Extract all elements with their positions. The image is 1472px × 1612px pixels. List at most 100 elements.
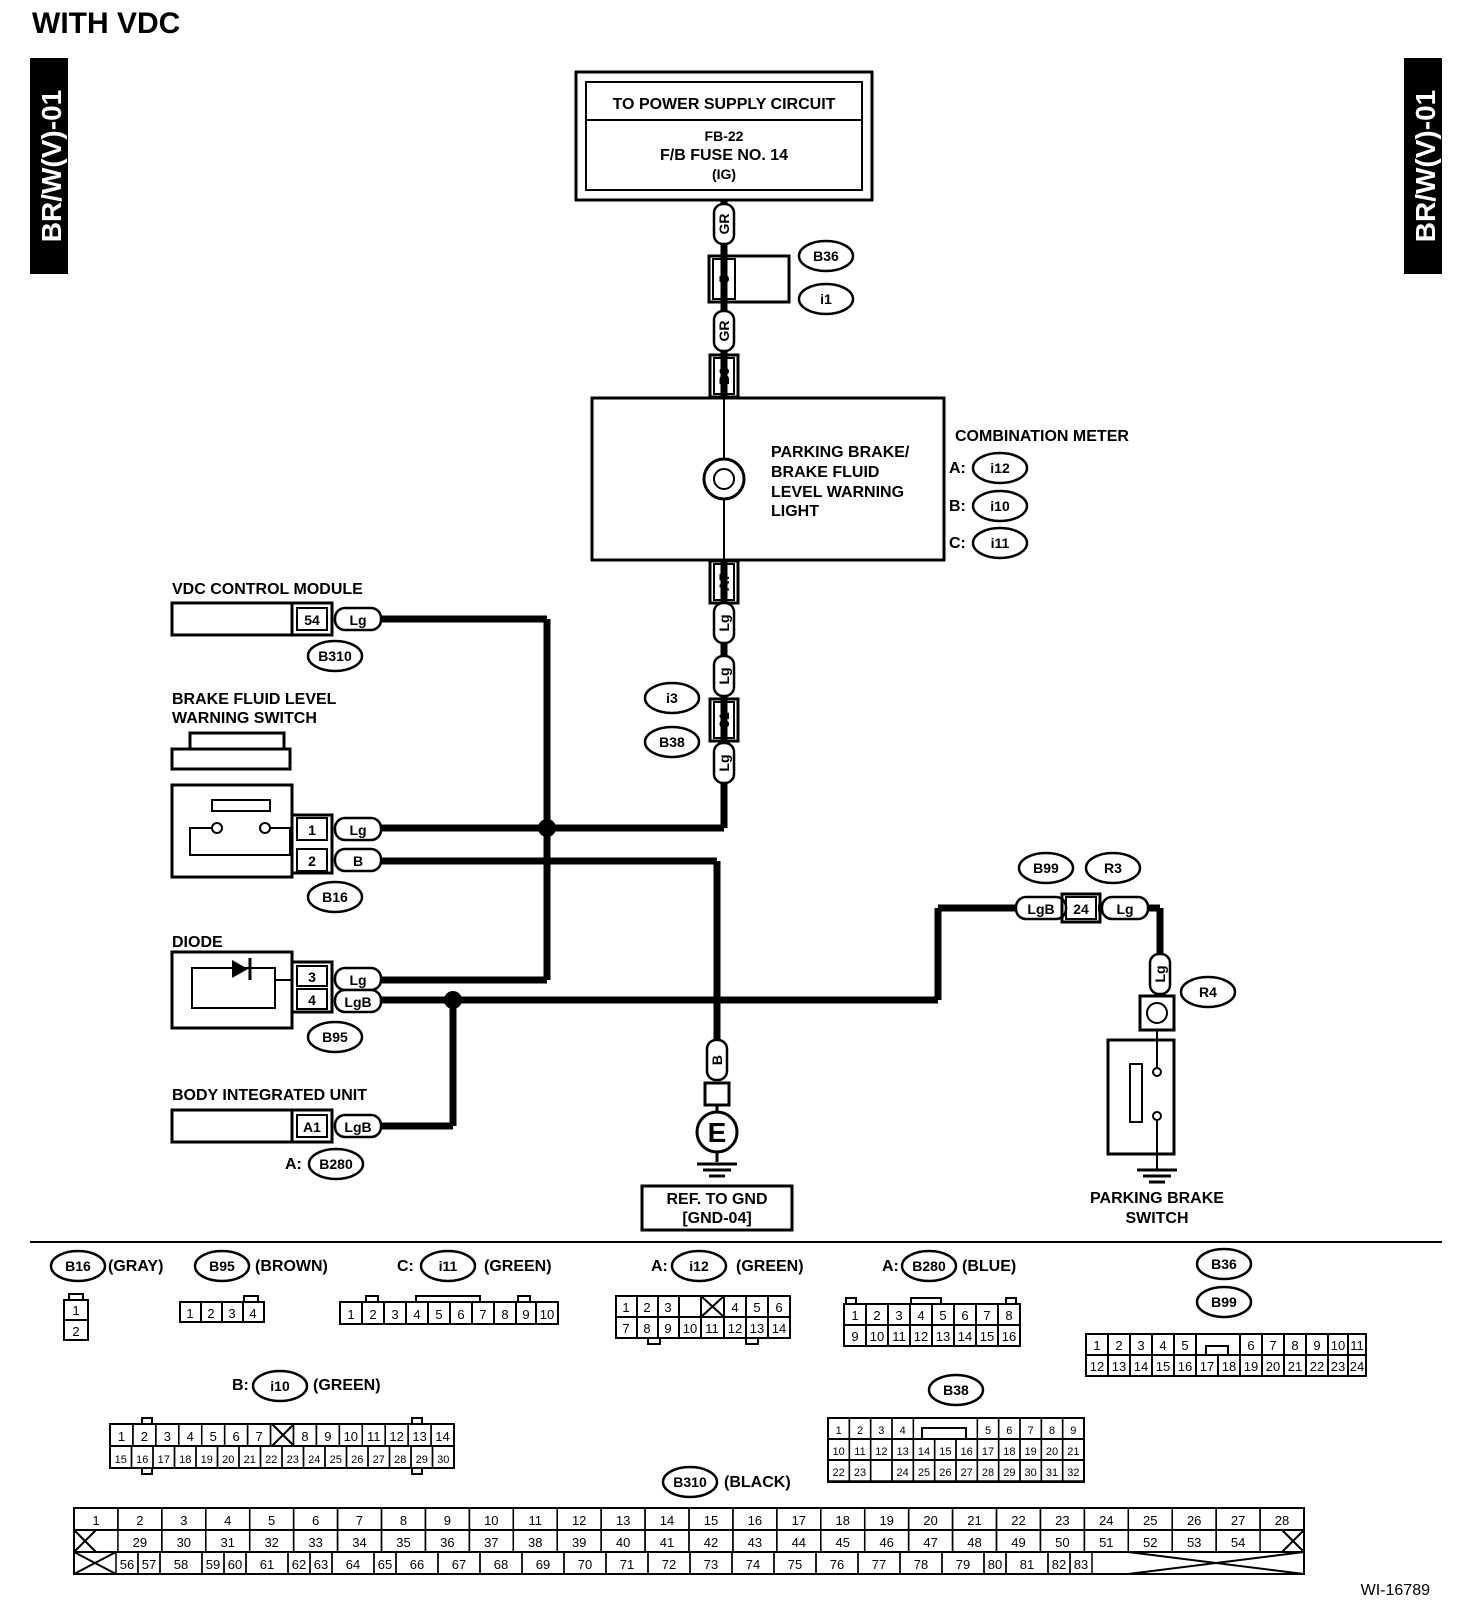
svg-text:i12: i12 bbox=[689, 1258, 709, 1274]
svg-text:2: 2 bbox=[136, 1513, 143, 1528]
connector-r4-oval: R4 bbox=[1179, 975, 1237, 1009]
wire-color-lg-1: Lg bbox=[712, 601, 736, 645]
svg-text:29: 29 bbox=[1003, 1467, 1015, 1479]
svg-text:12: 12 bbox=[875, 1446, 887, 1458]
svg-text:R3: R3 bbox=[1104, 860, 1122, 876]
svg-text:2: 2 bbox=[72, 1324, 79, 1339]
svg-text:2: 2 bbox=[857, 1425, 863, 1437]
svg-text:14: 14 bbox=[435, 1429, 449, 1444]
connector-b99-r3-block: LgB 24 Lg bbox=[1014, 892, 1150, 924]
svg-text:18: 18 bbox=[179, 1454, 191, 1466]
svg-text:4: 4 bbox=[187, 1429, 194, 1444]
svg-text:10: 10 bbox=[484, 1513, 498, 1528]
parking-brake-switch-label-2: SWITCH bbox=[1125, 1210, 1188, 1227]
svg-text:32: 32 bbox=[264, 1535, 278, 1550]
svg-text:2: 2 bbox=[873, 1308, 880, 1323]
svg-text:1: 1 bbox=[622, 1300, 629, 1315]
svg-text:5: 5 bbox=[716, 275, 732, 283]
svg-text:12: 12 bbox=[728, 1321, 742, 1336]
svg-text:15: 15 bbox=[704, 1513, 718, 1528]
svg-text:A:: A: bbox=[949, 460, 966, 477]
svg-text:16: 16 bbox=[1178, 1359, 1192, 1374]
svg-text:36: 36 bbox=[440, 1535, 454, 1550]
brake-fluid-level-switch: 1 2 Lg B bbox=[170, 731, 383, 879]
svg-text:6: 6 bbox=[233, 1429, 240, 1444]
svg-text:28: 28 bbox=[1275, 1513, 1289, 1528]
svg-text:3: 3 bbox=[391, 1307, 398, 1322]
svg-text:B310: B310 bbox=[318, 648, 352, 664]
connector-b38-oval: B38 bbox=[643, 725, 701, 759]
svg-text:1: 1 bbox=[347, 1307, 354, 1322]
svg-text:B280: B280 bbox=[319, 1156, 353, 1172]
svg-text:7: 7 bbox=[983, 1308, 990, 1323]
svg-text:LgB: LgB bbox=[1027, 901, 1054, 917]
svg-text:7: 7 bbox=[255, 1429, 262, 1444]
svg-text:24: 24 bbox=[1073, 901, 1089, 917]
svg-text:3: 3 bbox=[895, 1308, 902, 1323]
svg-text:7: 7 bbox=[1269, 1338, 1276, 1353]
svg-text:5: 5 bbox=[1181, 1338, 1188, 1353]
svg-text:15: 15 bbox=[1156, 1359, 1170, 1374]
svg-text:(GRAY): (GRAY) bbox=[108, 1258, 163, 1275]
svg-text:B38: B38 bbox=[943, 1382, 969, 1398]
diode-label: DIODE bbox=[172, 934, 223, 951]
svg-text:19: 19 bbox=[1025, 1446, 1037, 1458]
svg-text:14: 14 bbox=[958, 1329, 972, 1344]
svg-text:18: 18 bbox=[836, 1513, 850, 1528]
ground-reference-box: REF. TO GND [GND-04] bbox=[640, 1184, 794, 1232]
svg-text:7: 7 bbox=[356, 1513, 363, 1528]
svg-text:Lg: Lg bbox=[349, 822, 366, 838]
svg-text:31: 31 bbox=[1046, 1467, 1058, 1479]
side-tab-right: BR/W(V)-01 bbox=[1404, 58, 1442, 274]
svg-text:13: 13 bbox=[1112, 1359, 1126, 1374]
svg-text:29: 29 bbox=[416, 1454, 428, 1466]
svg-text:26: 26 bbox=[939, 1467, 951, 1479]
svg-text:i10: i10 bbox=[270, 1378, 290, 1394]
svg-text:19: 19 bbox=[879, 1513, 893, 1528]
figure-id: WI-16789 bbox=[1361, 1582, 1430, 1599]
legend-b95: B95 (BROWN) 1 2 3 4 bbox=[179, 1249, 328, 1323]
svg-text:66: 66 bbox=[410, 1557, 424, 1572]
svg-text:27: 27 bbox=[373, 1454, 385, 1466]
svg-text:11: 11 bbox=[1350, 1338, 1364, 1353]
svg-text:Lg: Lg bbox=[716, 667, 732, 684]
svg-text:18: 18 bbox=[1003, 1446, 1015, 1458]
svg-text:4: 4 bbox=[731, 1300, 738, 1315]
svg-text:1: 1 bbox=[1093, 1338, 1100, 1353]
svg-text:5: 5 bbox=[210, 1429, 217, 1444]
svg-text:10: 10 bbox=[1331, 1338, 1345, 1353]
svg-text:82: 82 bbox=[1052, 1557, 1066, 1572]
svg-text:20: 20 bbox=[222, 1454, 234, 1466]
svg-text:3: 3 bbox=[1137, 1338, 1144, 1353]
svg-text:59: 59 bbox=[206, 1557, 220, 1572]
svg-text:12: 12 bbox=[1090, 1359, 1104, 1374]
svg-text:C:: C: bbox=[949, 535, 966, 552]
side-tab-right-label: BR/W(V)-01 bbox=[1410, 90, 1441, 242]
svg-text:11: 11 bbox=[892, 1329, 906, 1344]
connector-b99-oval: B99 bbox=[1017, 851, 1075, 885]
svg-text:(BLUE): (BLUE) bbox=[962, 1258, 1016, 1275]
svg-text:45: 45 bbox=[836, 1535, 850, 1550]
connector-i11-oval: i11 bbox=[971, 526, 1029, 560]
svg-text:B36: B36 bbox=[813, 248, 839, 264]
connector-b36-oval: B36 bbox=[797, 239, 855, 273]
svg-text:24: 24 bbox=[897, 1467, 909, 1479]
svg-text:52: 52 bbox=[1143, 1535, 1157, 1550]
svg-text:22: 22 bbox=[265, 1454, 277, 1466]
biu-label: BODY INTEGRATED UNIT bbox=[172, 1087, 367, 1104]
wire-color-gr-2: GR bbox=[712, 309, 736, 353]
svg-text:30: 30 bbox=[177, 1535, 191, 1550]
svg-text:79: 79 bbox=[956, 1557, 970, 1572]
svg-text:Lg: Lg bbox=[1116, 901, 1133, 917]
svg-text:13: 13 bbox=[412, 1429, 426, 1444]
svg-text:83: 83 bbox=[1074, 1557, 1088, 1572]
connector-b280-oval: B280 bbox=[307, 1147, 365, 1181]
svg-text:60: 60 bbox=[228, 1557, 242, 1572]
svg-text:3: 3 bbox=[878, 1425, 884, 1437]
svg-text:5: 5 bbox=[435, 1307, 442, 1322]
warning-light-label-3: LEVEL WARNING bbox=[771, 484, 904, 501]
svg-text:A:: A: bbox=[651, 1258, 668, 1275]
svg-text:GR: GR bbox=[716, 321, 732, 342]
